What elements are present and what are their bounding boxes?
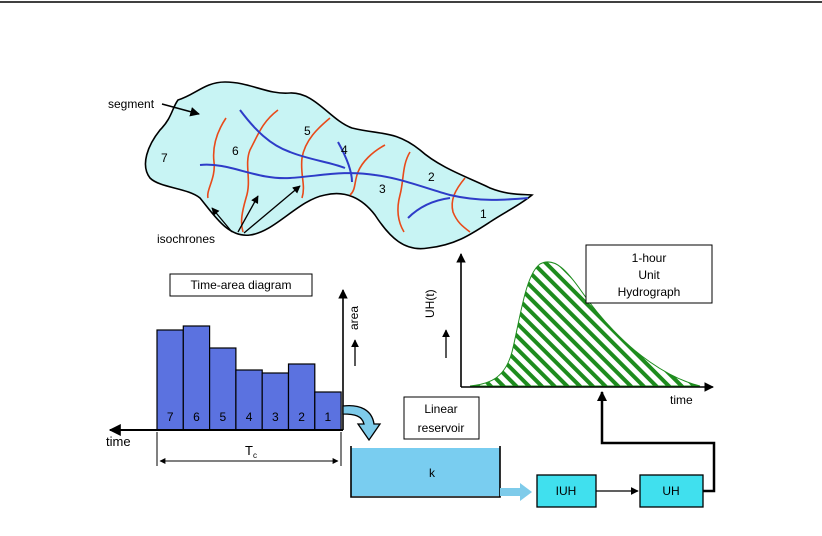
- hydrograph-title-box: [585, 244, 713, 304]
- area-axis-label: area: [347, 306, 361, 330]
- time-area-bar-label: 4: [246, 410, 253, 424]
- segment-arrow: [161, 103, 200, 117]
- zone-label-3: 3: [379, 182, 386, 196]
- isochrone-line: [300, 117, 331, 199]
- tc-span: [156, 432, 342, 466]
- reservoir-walls: [350, 446, 501, 498]
- hydrograph-title-line2: Unit: [638, 268, 660, 282]
- reservoir-label-line2: reservoir: [418, 421, 465, 435]
- isochrones-label: isochrones: [157, 232, 215, 246]
- time-area-bar-label: 6: [193, 410, 200, 424]
- zone-label-2: 2: [428, 170, 435, 184]
- time-area-bar-label: 2: [298, 410, 305, 424]
- time-area-bars: 7 6 5 4 3 2 1: [156, 325, 342, 431]
- time-area-bar-label: 7: [167, 410, 174, 424]
- hydrograph-x-label: time: [670, 393, 693, 407]
- time-area-bar-label: 1: [325, 410, 332, 424]
- zone-label-4: 4: [341, 143, 348, 157]
- main-stream: [199, 163, 529, 201]
- uh-label: UH: [662, 484, 679, 498]
- isochrone-pointer: [243, 185, 301, 234]
- time-area-bar-label: 3: [272, 410, 279, 424]
- outflow-arrow: [500, 483, 532, 501]
- tc-label: Tc: [245, 443, 257, 460]
- isochrone-line: [206, 117, 227, 199]
- tributary-stream: [337, 141, 353, 183]
- conversion-boxes: IUH UH: [536, 391, 716, 508]
- uh-to-hydrograph-line: [597, 391, 716, 493]
- zone-label-1: 1: [480, 207, 487, 221]
- hydrograph-y-label: UH(t): [423, 289, 437, 318]
- isochrone-lines: [206, 109, 471, 233]
- time-axis-label: time: [106, 434, 131, 449]
- linear-reservoir: Linear reservoir k: [350, 396, 532, 501]
- isochrone-pointer: [237, 195, 259, 233]
- iuh-box: [536, 474, 597, 508]
- unit-hydrograph: UH(t) time 1-hour Unit Hydrograph: [423, 244, 714, 407]
- isochrone-pointer: [211, 207, 233, 233]
- hydrograph-title-line3: Hydrograph: [618, 285, 681, 299]
- iuh-label: IUH: [556, 484, 577, 498]
- time-area-bar: [235, 369, 263, 431]
- inflow-arrow: [342, 404, 382, 442]
- zone-labels: 7 6 5 4 3 2 1: [161, 124, 487, 221]
- zone-label-6: 6: [232, 144, 239, 158]
- time-area-bar: [287, 363, 316, 431]
- hydrograph-curve: [469, 261, 701, 387]
- isochrone-line: [397, 151, 411, 233]
- isochrones-arrows: [211, 185, 301, 234]
- time-area-bar-label: 5: [219, 410, 226, 424]
- isochrone-line: [349, 144, 386, 196]
- tributary-stream: [407, 197, 451, 219]
- stream-network: [199, 109, 529, 219]
- time-area-bar: [261, 372, 290, 431]
- curved-flow-arrow: [342, 404, 382, 442]
- time-area-diagram: Time-area diagram 7 6 5 4 3 2 1 time area Tc: [106, 273, 361, 466]
- uh-box: [639, 474, 704, 508]
- time-area-bar: [314, 391, 342, 431]
- reservoir-label-line1: Linear: [424, 402, 457, 416]
- reservoir-tank: [351, 448, 500, 496]
- time-area-title: Time-area diagram: [191, 278, 292, 292]
- reservoir-k-label: k: [429, 466, 436, 480]
- hydrograph-title-line1: 1-hour: [632, 251, 667, 265]
- catchment-map: 7 6 5 4 3 2 1 segment isochrones: [108, 81, 534, 250]
- zone-label-7: 7: [161, 151, 168, 165]
- zone-label-5: 5: [304, 124, 311, 138]
- time-area-title-box: [169, 273, 313, 297]
- segment-label: segment: [108, 97, 155, 111]
- tributary-stream: [239, 109, 346, 169]
- isochrone-line: [451, 177, 471, 233]
- reservoir-label-box: [403, 396, 480, 440]
